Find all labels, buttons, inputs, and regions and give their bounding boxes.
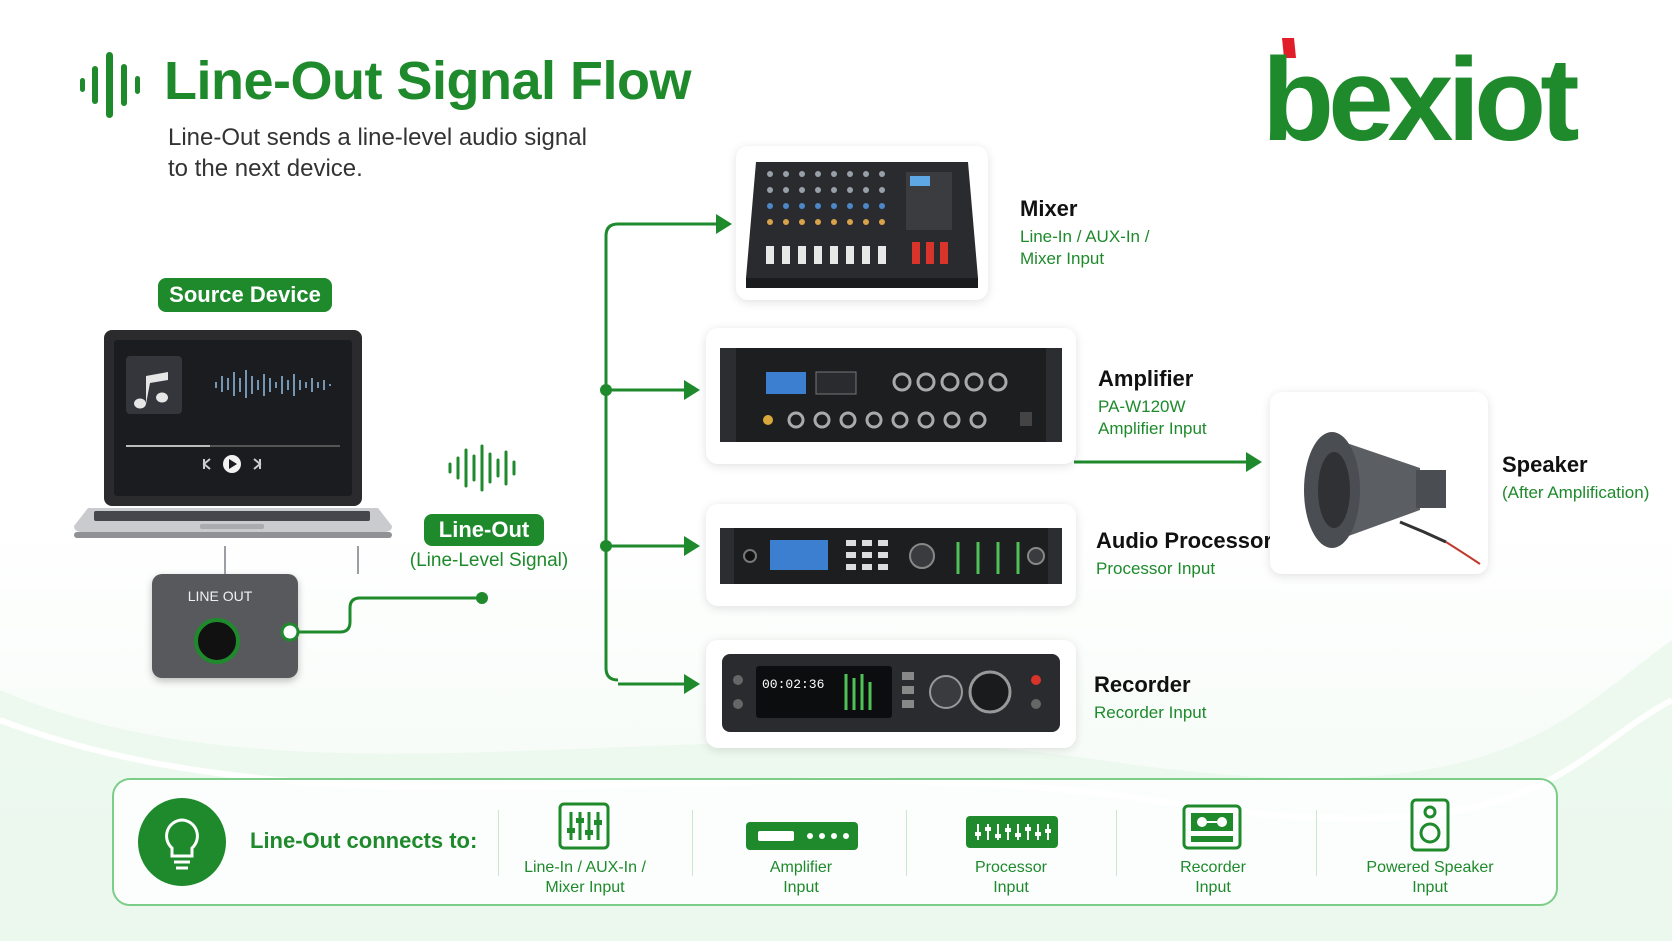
waveform-title-icon (80, 52, 140, 118)
connect-item-line1: Amplifier (769, 859, 833, 876)
connect-item-line2: Input (783, 879, 819, 896)
recorder-card: 00:02:36 (706, 640, 1076, 748)
mixer-illustration (746, 162, 978, 288)
recorder-sub: Recorder Input (1094, 703, 1207, 722)
connects-to-label: Line-Out connects to: (250, 828, 478, 853)
audio-jack-icon (194, 618, 240, 664)
speaker-sub: (After Amplification) (1502, 483, 1650, 502)
connect-item-line1: Powered Speaker (1366, 859, 1494, 876)
speaker-title: Speaker (1502, 452, 1588, 477)
mixer-sub-2: Mixer Input (1020, 249, 1105, 268)
audio-processor-title: Audio Processor (1096, 528, 1273, 553)
recorder-display-text: 00:02:36 (762, 677, 824, 692)
horn-speaker-illustration (1304, 432, 1481, 565)
divider (1116, 810, 1117, 876)
divider (692, 810, 693, 876)
amplifier-sub-1: PA-W120W (1098, 397, 1186, 416)
source-device-label: Source Device (158, 278, 332, 312)
line-out-jack-panel: LINE OUT (152, 574, 298, 678)
divider (906, 810, 907, 876)
connect-item-recorder: Recorder Input (1148, 858, 1278, 898)
amplifier-illustration (720, 348, 1062, 442)
line-out-sub-label: (Line-Level Signal) (409, 550, 569, 571)
recorder-illustration: 00:02:36 (722, 654, 1060, 732)
audio-processor-sub: Processor Input (1096, 559, 1216, 578)
line-out-label: Line-Out (424, 514, 544, 546)
connect-item-line2: Input (1412, 879, 1448, 896)
connect-item-line2: Input (1195, 879, 1231, 896)
logo-text: bexiot (1262, 34, 1578, 150)
recorder-icon (1182, 804, 1242, 850)
connect-item-line1: Recorder (1180, 859, 1246, 876)
connect-item-line2: Input (993, 879, 1029, 896)
connect-item-line1: Line-In / AUX-In / (524, 859, 646, 876)
processor-icon (966, 816, 1058, 848)
mixer-sub-1: Line-In / AUX-In / (1020, 227, 1150, 246)
amplifier-title: Amplifier (1098, 366, 1194, 391)
mixer-icon (558, 802, 610, 850)
amplifier-icon (746, 822, 858, 850)
subtitle-line-2: to the next device. (168, 155, 363, 182)
connect-item-amplifier: Amplifier Input (736, 858, 866, 898)
amplifier-sub-2: Amplifier Input (1098, 419, 1207, 438)
signal-waveform-icon (448, 444, 516, 492)
mixer-card (736, 146, 988, 300)
page-subtitle: Line-Out sends a line-level audio signal… (168, 122, 628, 184)
subtitle-line-1: Line-Out sends a line-level audio signal (168, 124, 587, 151)
speaker-icon (1410, 798, 1450, 852)
laptop-illustration (74, 330, 392, 538)
audio-processor-card (706, 504, 1076, 606)
line-out-jack-label: LINE OUT (187, 588, 253, 604)
divider (498, 810, 499, 876)
speaker-card (1270, 392, 1488, 574)
audio-processor-illustration (720, 528, 1062, 584)
recorder-title: Recorder (1094, 672, 1191, 697)
connect-item-processor: Processor Input (946, 858, 1076, 898)
connect-item-mixer: Line-In / AUX-In / Mixer Input (520, 858, 650, 898)
connect-item-line1: Processor (974, 859, 1048, 876)
page-title: Line-Out Signal Flow (164, 51, 691, 111)
amplifier-card (706, 328, 1076, 464)
bexiot-logo: bexiot (1262, 34, 1584, 150)
divider (1316, 810, 1317, 876)
connect-item-line2: Mixer Input (545, 879, 625, 896)
connect-item-powered-speaker: Powered Speaker Input (1350, 858, 1510, 898)
mixer-title: Mixer (1020, 196, 1078, 221)
lightbulb-icon (138, 798, 226, 886)
